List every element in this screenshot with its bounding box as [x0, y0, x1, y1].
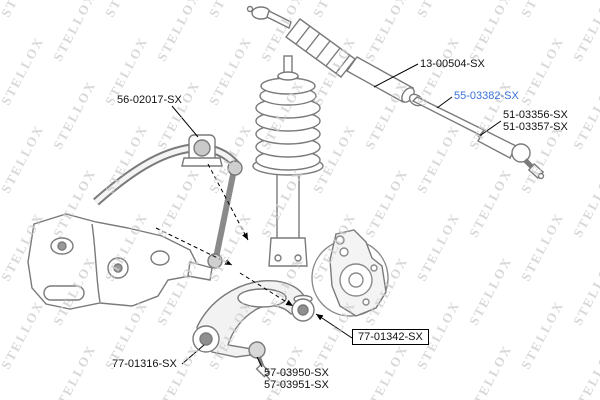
assembly-arrows [155, 163, 294, 307]
part-label-front-bushing[interactable]: 77-01316-SX [112, 358, 177, 370]
part-label-inner-tie-rod[interactable]: 55-03382-SX [454, 90, 519, 102]
part-label-stabilizer-bushing[interactable]: 56-02017-SX [117, 94, 182, 106]
part-label-tie-rod-end-b[interactable]: 51-03357-SX [503, 121, 568, 133]
steering-rack-drawing [246, 5, 545, 180]
part-label-rear-bushing[interactable]: 77-01342-SX [352, 329, 429, 345]
part-label-tie-rod-end-a[interactable]: 51-03356-SX [503, 109, 568, 121]
steering-knuckle-drawing [311, 229, 389, 317]
stabilizer-bar-drawing [93, 143, 241, 206]
leader-lines [171, 63, 502, 368]
strut-spring-drawing [252, 55, 324, 267]
subframe-drawing [27, 213, 213, 310]
control-arm-drawing [192, 280, 315, 381]
part-label-ball-joint-b[interactable]: 57-03951-SX [264, 379, 329, 391]
stabilizer-bushing-drawing [181, 134, 223, 167]
part-label-ball-joint-a[interactable]: 57-03950-SX [264, 367, 329, 379]
part-label-rack-boot[interactable]: 13-00504-SX [420, 58, 485, 70]
stabilizer-link-drawing [207, 160, 243, 269]
